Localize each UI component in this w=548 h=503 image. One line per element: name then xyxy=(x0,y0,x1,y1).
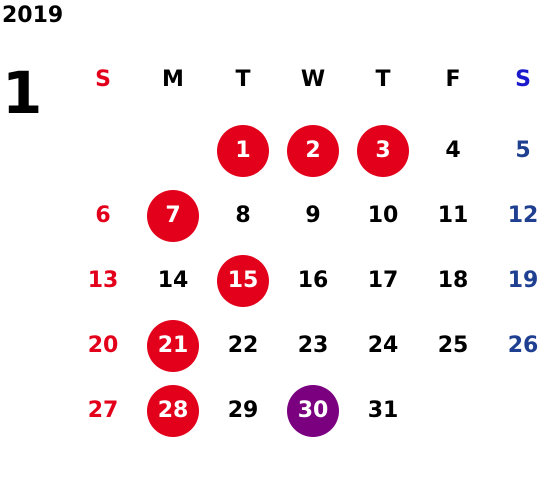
day-number: 28 xyxy=(147,384,199,437)
day-cell[interactable]: 13 xyxy=(68,248,138,313)
day-cell[interactable]: 25 xyxy=(418,313,488,378)
day-number: 27 xyxy=(87,398,119,423)
empty-day-cell xyxy=(68,118,138,183)
day-cell[interactable]: 2 xyxy=(278,118,348,183)
day-number: 6 xyxy=(95,203,111,228)
day-number: 13 xyxy=(87,268,119,293)
day-number: 25 xyxy=(437,333,469,358)
day-number: 3 xyxy=(357,124,409,177)
day-cell[interactable]: 17 xyxy=(348,248,418,313)
day-cell[interactable]: 23 xyxy=(278,313,348,378)
day-number: 15 xyxy=(217,254,269,307)
day-cell[interactable]: 8 xyxy=(208,183,278,248)
day-cell[interactable]: 11 xyxy=(418,183,488,248)
day-cell[interactable]: 14 xyxy=(138,248,208,313)
day-number: 20 xyxy=(87,333,119,358)
day-number: 1 xyxy=(217,124,269,177)
weekday-label: S xyxy=(95,67,111,92)
day-cell[interactable]: 4 xyxy=(418,118,488,183)
day-cell[interactable]: 16 xyxy=(278,248,348,313)
weekday-label: T xyxy=(235,67,251,92)
weekday-label: S xyxy=(515,67,531,92)
day-number: 30 xyxy=(287,384,339,437)
day-number: 23 xyxy=(297,333,329,358)
weekday-header: S M T W T F S xyxy=(68,62,548,98)
weekday-label: T xyxy=(375,67,391,92)
weekday-label: W xyxy=(300,67,326,92)
day-cell[interactable]: 21 xyxy=(138,313,208,378)
day-cell[interactable]: 10 xyxy=(348,183,418,248)
day-cell[interactable]: 1 xyxy=(208,118,278,183)
weekday-label: F xyxy=(445,67,461,92)
weekday-label: M xyxy=(162,67,184,92)
day-number: 17 xyxy=(367,268,399,293)
day-cell[interactable]: 26 xyxy=(488,313,548,378)
day-cell[interactable]: 27 xyxy=(68,378,138,443)
day-number: 12 xyxy=(507,203,539,228)
day-cell[interactable]: 22 xyxy=(208,313,278,378)
day-number: 24 xyxy=(367,333,399,358)
day-number: 2 xyxy=(287,124,339,177)
day-number: 11 xyxy=(437,203,469,228)
day-cell[interactable]: 28 xyxy=(138,378,208,443)
calendar-year: 2019 xyxy=(2,3,64,28)
day-number: 18 xyxy=(437,268,469,293)
day-number: 21 xyxy=(147,319,199,372)
day-number: 7 xyxy=(147,189,199,242)
day-cell[interactable]: 12 xyxy=(488,183,548,248)
day-number: 31 xyxy=(367,398,399,423)
day-cell[interactable]: 7 xyxy=(138,183,208,248)
day-number: 26 xyxy=(507,333,539,358)
empty-day-cell xyxy=(138,118,208,183)
day-number: 14 xyxy=(157,268,189,293)
day-cell[interactable]: 24 xyxy=(348,313,418,378)
day-number: 19 xyxy=(507,268,539,293)
day-cell[interactable]: 30 xyxy=(278,378,348,443)
day-cell[interactable]: 3 xyxy=(348,118,418,183)
day-number: 29 xyxy=(227,398,259,423)
day-cell[interactable]: 29 xyxy=(208,378,278,443)
day-cell[interactable]: 31 xyxy=(348,378,418,443)
day-number: 16 xyxy=(297,268,329,293)
day-cell[interactable]: 19 xyxy=(488,248,548,313)
day-cell[interactable]: 5 xyxy=(488,118,548,183)
day-cell[interactable]: 9 xyxy=(278,183,348,248)
day-cell[interactable]: 18 xyxy=(418,248,488,313)
day-number: 8 xyxy=(235,203,251,228)
day-number: 22 xyxy=(227,333,259,358)
day-cell[interactable]: 20 xyxy=(68,313,138,378)
day-cell[interactable]: 6 xyxy=(68,183,138,248)
calendar-month: 1 xyxy=(2,59,43,127)
day-number: 4 xyxy=(445,138,461,163)
day-number: 5 xyxy=(515,138,531,163)
day-number: 9 xyxy=(305,203,321,228)
day-cell[interactable]: 15 xyxy=(208,248,278,313)
day-number: 10 xyxy=(367,203,399,228)
